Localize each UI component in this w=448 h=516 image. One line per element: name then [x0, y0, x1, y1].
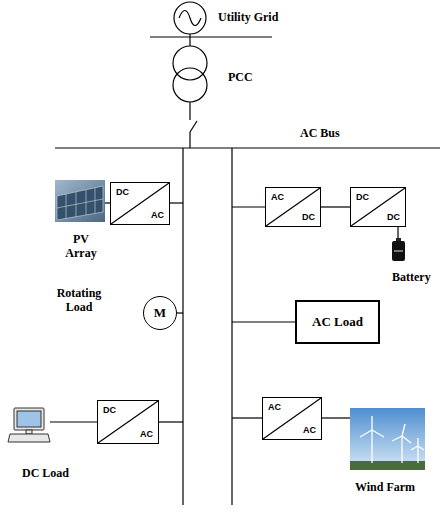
converter-diagonal — [111, 183, 169, 224]
switch — [190, 121, 197, 132]
converter-diagonal — [98, 401, 158, 443]
converter-type: AC — [303, 425, 316, 435]
converter-type: AC — [268, 402, 281, 412]
sine-symbol — [179, 11, 201, 26]
converter-diagonal — [266, 188, 320, 226]
converter-type: DC — [302, 212, 315, 222]
converter-type: AC — [151, 210, 164, 220]
wire — [322, 417, 350, 418]
pcc-label: PCC — [228, 70, 253, 84]
converter-box: AC AC — [262, 397, 322, 440]
wire — [189, 102, 190, 120]
wire — [170, 202, 183, 203]
wire — [232, 417, 262, 418]
wire — [189, 132, 190, 148]
bus-label: AC Bus — [300, 126, 340, 140]
wire — [159, 421, 183, 422]
load-label: DC Load — [22, 466, 69, 480]
node-text-holder: M — [144, 297, 176, 329]
node-text-holder: AC Load — [297, 302, 378, 342]
storage-label: Battery — [392, 270, 431, 284]
wire — [232, 206, 265, 207]
wire — [189, 37, 190, 46]
transformer-coil — [173, 46, 207, 80]
converter-box: DC AC — [110, 182, 170, 225]
wire — [50, 421, 97, 422]
source-label: Wind Farm — [355, 480, 415, 494]
converter-box: DC DC — [350, 187, 406, 227]
converter-type: AC — [271, 192, 284, 202]
converter-diagonal — [263, 398, 321, 439]
motor-circle: M — [143, 296, 177, 330]
bus-line — [182, 148, 183, 505]
connector-wire — [321, 206, 350, 207]
computer-icon — [8, 408, 50, 442]
converter-type: AC — [140, 429, 153, 439]
converter-box: DC AC — [97, 400, 159, 444]
ac-bus — [55, 147, 440, 148]
transformer-coil — [173, 68, 207, 102]
bus-line — [231, 148, 232, 505]
load-name: AC Load — [312, 314, 363, 330]
converter-diagonal — [351, 188, 405, 226]
pv-array-picture — [55, 180, 105, 222]
wire — [232, 321, 295, 322]
grid-source — [174, 2, 206, 34]
load-box: AC Load — [295, 300, 380, 344]
grid-bus — [150, 36, 272, 37]
converter-type: DC — [116, 187, 129, 197]
converter-type: DC — [356, 192, 369, 202]
converter-box: AC DC — [265, 187, 321, 227]
wire — [177, 312, 183, 313]
motor-letter: M — [154, 305, 166, 321]
converter-type: DC — [103, 405, 116, 415]
battery-icon — [392, 238, 405, 261]
source-label: Utility Grid — [218, 10, 278, 24]
wind-farm-picture — [350, 408, 425, 470]
source-label: PV Array — [58, 232, 104, 260]
load-label: Rotating Load — [48, 286, 110, 314]
converter-type: DC — [387, 212, 400, 222]
connector-wire — [321, 207, 350, 208]
